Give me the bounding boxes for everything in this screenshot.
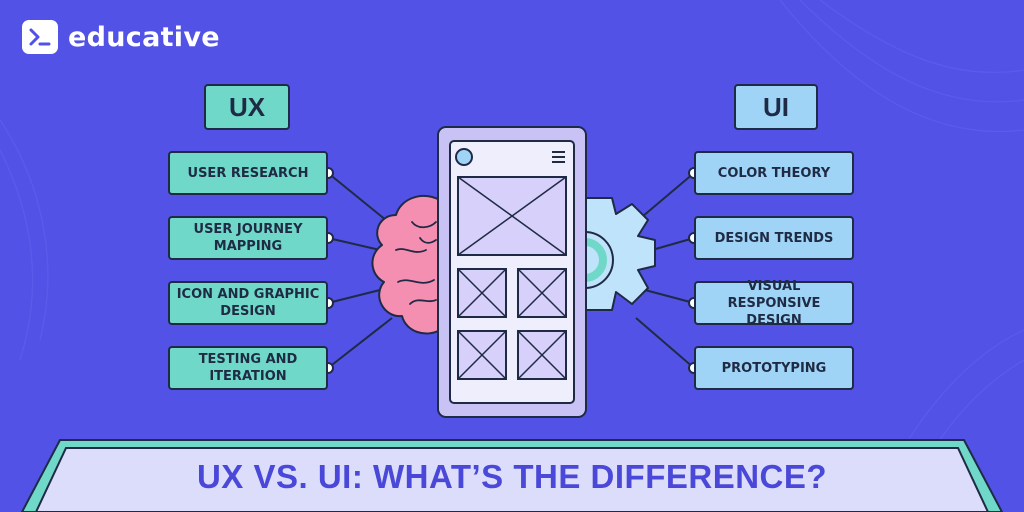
ux-item-label: ICON AND GRAPHIC DESIGN xyxy=(176,287,320,319)
ui-item-label: PROTOTYPING xyxy=(721,360,827,376)
ux-item-user-research: USER RESEARCH xyxy=(168,151,328,195)
ux-heading: UX xyxy=(204,84,290,130)
connector-visual-responsive xyxy=(644,289,695,304)
connector-user-research xyxy=(327,172,393,226)
ui-item-prototyping: PROTOTYPING xyxy=(694,346,854,390)
ui-item-design-trends: DESIGN TRENDS xyxy=(694,216,854,260)
banner-title: UX VS. UI: WHAT’S THE DIFFERENCE? xyxy=(196,458,828,495)
phone-wireframe xyxy=(437,126,587,418)
brand-logo: educative xyxy=(22,20,220,54)
ui-item-color-theory: COLOR THEORY xyxy=(694,151,854,195)
ux-item-label: USER JOURNEY MAPPING xyxy=(193,222,303,254)
terminal-prompt-icon xyxy=(22,20,58,54)
connector-icon-graphic xyxy=(327,289,381,304)
ux-item-testing-iteration: TESTING AND ITERATION xyxy=(168,346,328,390)
connector-color-theory xyxy=(635,172,695,223)
ui-item-label: COLOR THEORY xyxy=(717,165,831,181)
connector-testing xyxy=(327,317,393,369)
gear-icon xyxy=(584,197,656,311)
ui-item-label: VISUAL RESPONSIVE DESIGN xyxy=(727,278,821,328)
brain-icon xyxy=(371,195,441,335)
ui-item-visual-responsive-design: VISUAL RESPONSIVE DESIGN xyxy=(694,279,854,328)
ux-item-icon-graphic-design: ICON AND GRAPHIC DESIGN xyxy=(168,281,328,325)
ux-item-user-journey-mapping: USER JOURNEY MAPPING xyxy=(168,216,328,260)
hamburger-menu-icon xyxy=(552,151,565,163)
connector-user-journey xyxy=(327,237,381,251)
connector-prototyping xyxy=(635,317,695,369)
ux-item-label: TESTING AND ITERATION xyxy=(198,352,298,384)
ui-item-label: DESIGN TRENDS xyxy=(714,230,834,246)
ux-item-label: USER RESEARCH xyxy=(187,165,309,181)
avatar-icon xyxy=(455,148,473,166)
ux-connectors xyxy=(327,172,393,369)
brand-name: educative xyxy=(68,21,220,53)
ui-heading: UI xyxy=(734,84,818,130)
ui-connectors xyxy=(635,172,695,369)
